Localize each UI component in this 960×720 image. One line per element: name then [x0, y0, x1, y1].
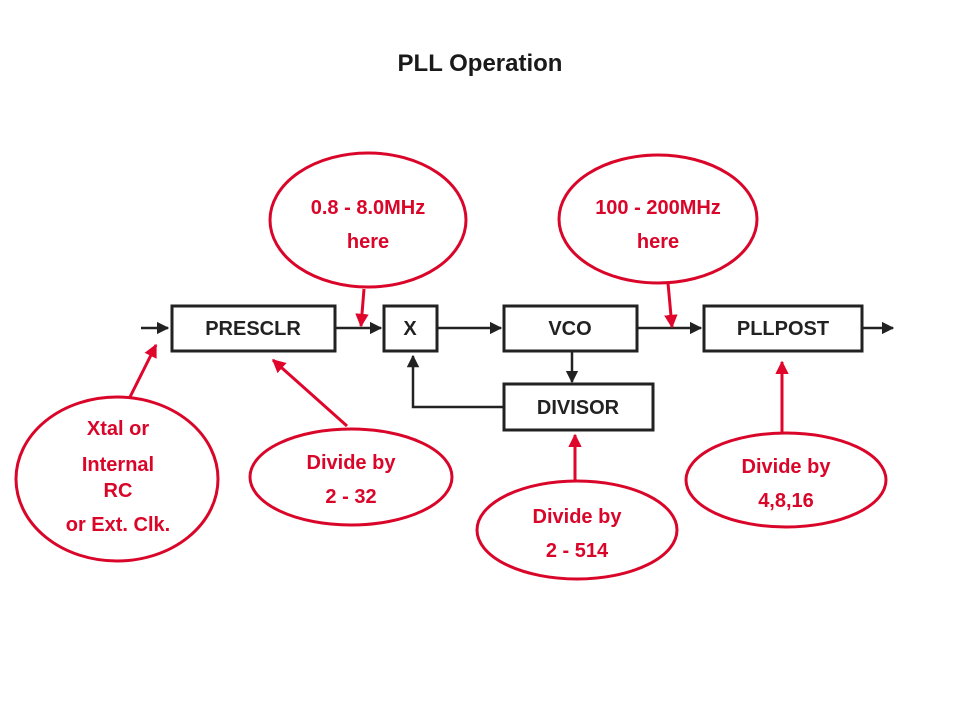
callout-bubble: [475, 479, 679, 581]
callout-bubble: [684, 431, 888, 529]
input-freq-pointer: [355, 288, 369, 328]
divisor-feedback-arrow: [406, 354, 503, 409]
block-pllpost: PLLPOST: [702, 304, 864, 353]
block-divisor: DIVISOR: [502, 382, 655, 432]
callout-bubble: [557, 153, 759, 285]
block-multiplier: X: [382, 304, 439, 353]
callout-vco-frequency: 100 - 200MHz here: [557, 153, 759, 285]
callout-bubble: [14, 395, 220, 563]
divisor-box: [502, 382, 655, 432]
callout-line: 100 - 200MHz: [595, 197, 721, 219]
callout-line: 2 - 514: [546, 540, 609, 562]
presclr-box: [170, 304, 337, 353]
callout-line: Divide by: [742, 456, 832, 478]
callout-line: here: [637, 231, 679, 253]
diagram-title: PLL Operation: [398, 50, 563, 77]
callout-presclr-divide: Divide by 2 - 32: [248, 427, 454, 527]
callout-pllpost-divide: Divide by 4,8,16: [684, 431, 888, 529]
callout-line: 4,8,16: [758, 490, 814, 512]
block-presclr: PRESCLR: [170, 304, 337, 353]
callout-line: or Ext. Clk.: [66, 514, 170, 536]
pllpost-box: [702, 304, 864, 353]
callout-line: 2 - 32: [325, 486, 376, 508]
callout-bubble: [268, 151, 468, 289]
callout-line: Divide by: [307, 452, 397, 474]
clock-source-pointer: [128, 343, 158, 398]
vco-label: VCO: [548, 318, 591, 340]
signal-wires: [141, 321, 895, 409]
callout-line: 0.8 - 8.0MHz: [311, 197, 425, 219]
callout-line: Internal: [82, 454, 154, 476]
callout-clock-source: Xtal or Internal RC or Ext. Clk.: [14, 395, 220, 563]
pllpost-label: PLLPOST: [737, 318, 829, 340]
block-vco: VCO: [502, 304, 639, 353]
callout-line: here: [347, 231, 389, 253]
callout-bubble: [248, 427, 454, 527]
vco-box: [502, 304, 639, 353]
callout-arrows: [128, 282, 789, 481]
presclr-label: PRESCLR: [205, 318, 301, 340]
presclr-div-pointer: [271, 358, 348, 428]
multiplier-label: X: [403, 318, 417, 340]
callout-line: Divide by: [533, 506, 623, 528]
divisor-label: DIVISOR: [537, 397, 620, 419]
callout-line: RC: [104, 480, 133, 502]
callout-divisor-divide: Divide by 2 - 514: [475, 479, 679, 581]
vco-freq-pointer: [664, 282, 678, 329]
callout-input-frequency: 0.8 - 8.0MHz here: [268, 151, 468, 289]
multiplier-box: [382, 304, 439, 353]
callout-line: Xtal or: [87, 418, 149, 440]
